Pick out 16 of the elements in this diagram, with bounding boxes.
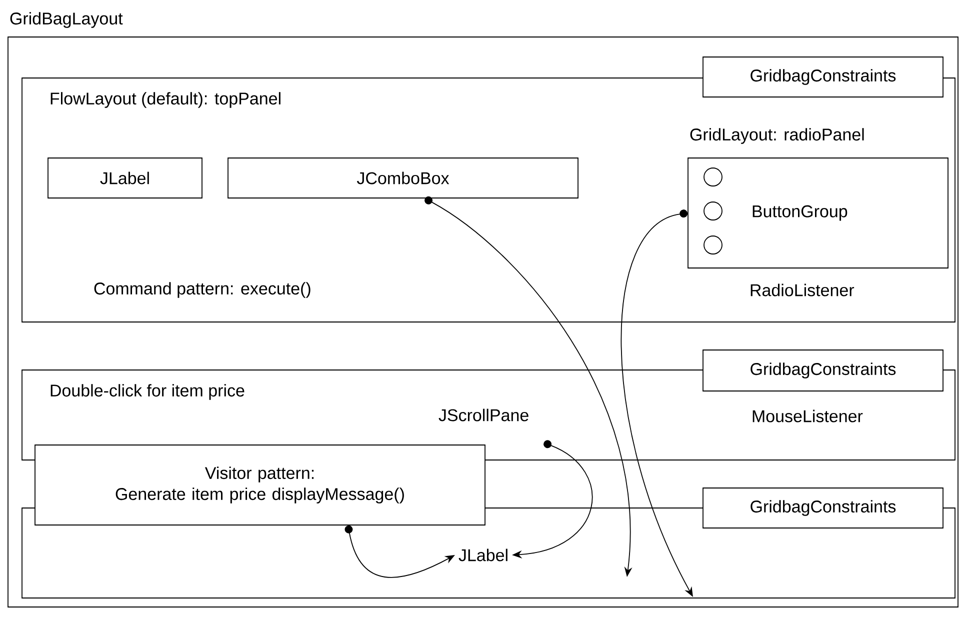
panel-label: FlowLayout (default): topPanel	[50, 92, 280, 108]
panel-label: Double-click for item price	[50, 384, 244, 400]
component-box: JComboBox	[228, 158, 578, 198]
constraints-box: GridbagConstraints	[702, 56, 944, 98]
panel-label: ButtonGroup	[752, 205, 848, 221]
frame-title: GridBagLayout	[10, 12, 123, 28]
panel-label: GridLayout: radioPanel	[690, 128, 864, 144]
panel-label: MouseListener	[752, 410, 863, 422]
constraints-box: GridbagConstraints	[702, 350, 944, 392]
panel-label: Command pattern: execute()	[94, 282, 310, 298]
note-box: Visitor pattern: Generate item price displayMessage()	[34, 444, 486, 526]
constraints-box: GridbagConstraints	[702, 488, 944, 528]
text-label: JLabel	[458, 548, 508, 562]
text-label: JScrollPane	[438, 408, 528, 422]
panel-label: RadioListener	[750, 284, 854, 296]
component-box: JLabel	[48, 158, 202, 198]
